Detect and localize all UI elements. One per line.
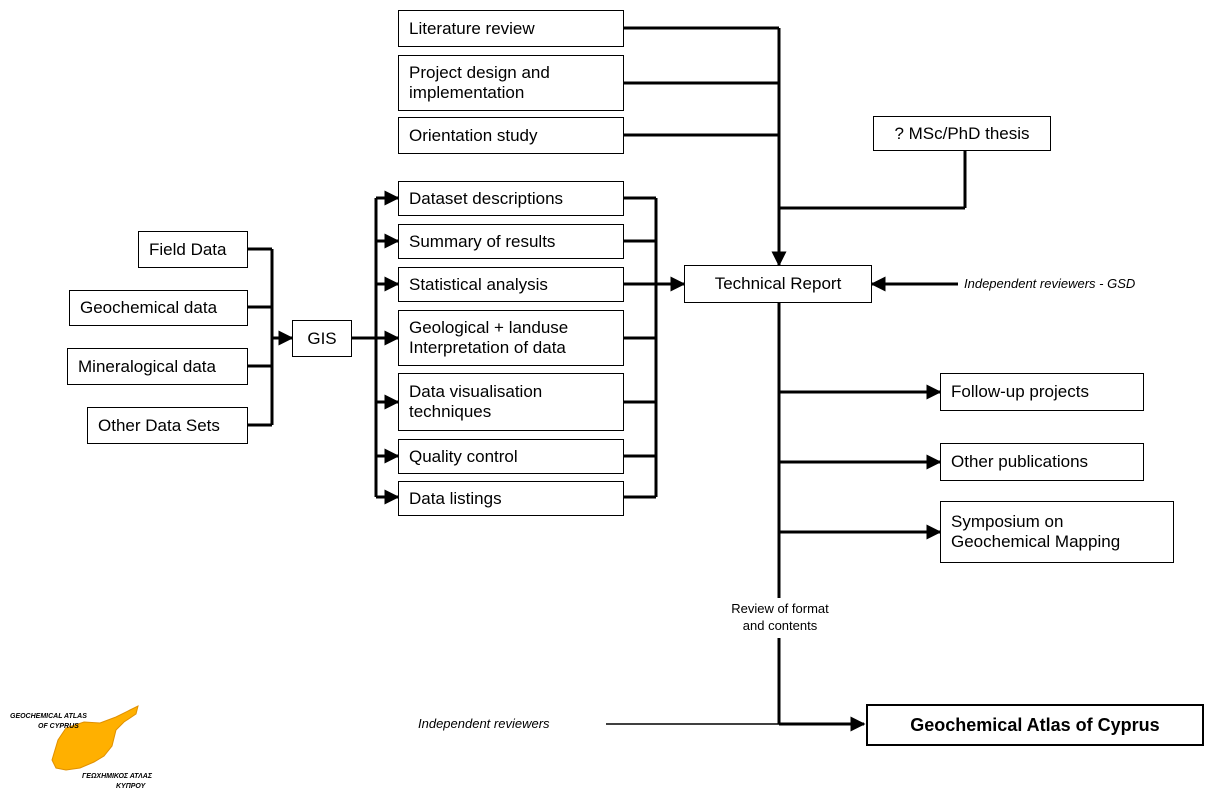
geochemical-atlas-box: Geochemical Atlas of Cyprus bbox=[866, 704, 1204, 746]
follow-up-projects-box: Follow-up projects bbox=[940, 373, 1144, 411]
quality-control-box: Quality control bbox=[398, 439, 624, 474]
other-data-sets-box: Other Data Sets bbox=[87, 407, 248, 444]
literature-review-box: Literature review bbox=[398, 10, 624, 47]
logo-text-bottom-1: ΓΕΩΧΗΜΙΚΟΣ ΑΤΛΑΣ bbox=[82, 773, 152, 780]
gis-box: GIS bbox=[292, 320, 352, 357]
data-listings-box: Data listings bbox=[398, 481, 624, 516]
other-publications-box: Other publications bbox=[940, 443, 1144, 481]
independent-reviewers-gsd-label: Independent reviewers - GSD bbox=[964, 276, 1136, 291]
field-data-box: Field Data bbox=[138, 231, 248, 268]
symposium-box: Symposium on Geochemical Mapping bbox=[940, 501, 1174, 563]
logo-text-top-1: GEOCHEMICAL ATLAS bbox=[10, 713, 87, 720]
technical-report-box: Technical Report bbox=[684, 265, 872, 303]
data-visualisation-box: Data visualisation techniques bbox=[398, 373, 624, 431]
cyprus-map-icon bbox=[51, 705, 139, 771]
summary-of-results-box: Summary of results bbox=[398, 224, 624, 259]
independent-reviewers-label: Independent reviewers bbox=[418, 716, 550, 731]
logo-text-bottom-2: ΚΥΠΡΟΥ bbox=[116, 783, 146, 790]
logo-text-top-2: OF CYPRUS bbox=[38, 723, 79, 730]
dataset-descriptions-box: Dataset descriptions bbox=[398, 181, 624, 216]
statistical-analysis-box: Statistical analysis bbox=[398, 267, 624, 302]
project-design-box: Project design and implementation bbox=[398, 55, 624, 111]
orientation-study-box: Orientation study bbox=[398, 117, 624, 154]
mineralogical-data-box: Mineralogical data bbox=[67, 348, 248, 385]
thesis-box: ? MSc/PhD thesis bbox=[873, 116, 1051, 151]
review-of-format-note: Review of format and contents bbox=[731, 601, 829, 633]
interpretation-box: Geological + landuse Interpretation of d… bbox=[398, 310, 624, 366]
geochemical-data-box: Geochemical data bbox=[69, 290, 248, 326]
